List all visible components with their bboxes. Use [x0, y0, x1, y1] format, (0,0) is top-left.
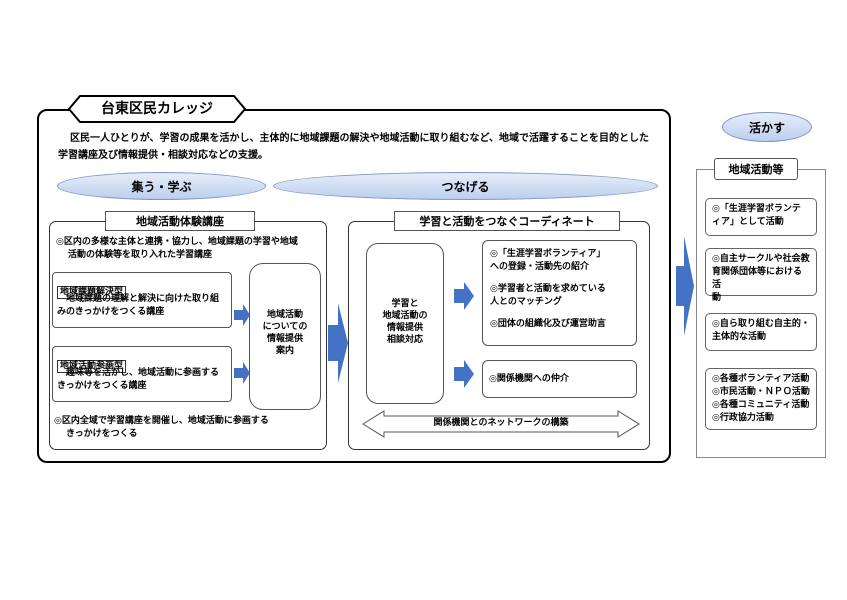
activity-box-4-line-4: ◎行政協力活動: [712, 413, 774, 423]
coordinate-center-text: 学習と 地域活動の 情報提供 相談対応: [366, 298, 444, 346]
info-line-2: についての: [262, 322, 308, 332]
intro-line-1: 区民一人ひとりが、学習の成果を活かし、主体的に地域課題の解決や地域活動に取り組む…: [70, 133, 649, 144]
type1-tag-wrap: 地域課題解決型: [57, 279, 127, 299]
intro-line-2: 学習講座及び情報提供・相談対応などの支援。: [58, 150, 268, 161]
info-box: [249, 263, 321, 410]
experience-bottom-line-2: きっかけをつくる: [66, 429, 138, 439]
activity-box-3-line-1: ◎自ら取り組む自主的・: [712, 319, 810, 329]
coordinate-items-box: [482, 240, 637, 346]
coord-item1-line-2: への登録・活動先の紹介: [490, 262, 590, 272]
type1-tag: 地域課題解決型: [57, 286, 127, 299]
experience-title: 地域活動体験講座: [105, 211, 255, 231]
info-line-4: 案内: [275, 346, 294, 356]
coordinate-title: 学習と活動をつなぐコーディネート: [394, 211, 620, 231]
experience-bottom-line-1: ◎区内全域で学習講座を開催し、地域活動に参画する: [54, 416, 269, 426]
center-line-1: 学習と: [391, 299, 419, 309]
type1-line-2: みのきっかけをつくる講座: [57, 307, 165, 317]
college-title-tab: 台東区民カレッジ: [68, 95, 246, 123]
activity-box-2-line-1: ◎自主サークルや社会教: [712, 254, 810, 264]
activity-box-4-line-3: ◎各種コミュニティ活動: [712, 400, 810, 410]
experience-desc: ◎区内の多様な主体と連携・協力し、地域課題の学習や地域 活動の体験等を取り入れた…: [56, 236, 326, 262]
type2-line-1: 趣味等を活かし、地域活動に参画する: [66, 368, 220, 378]
activity-box-3: ◎自ら取り組む自主的・ 主体的な活動: [705, 313, 817, 351]
experience-desc-line-1: ◎区内の多様な主体と連携・協力し、地域課題の学習や地域: [56, 237, 298, 247]
coord-item1-line-1: ◎「生涯学習ボランティア」: [490, 249, 606, 259]
section-connect: つなげる: [273, 172, 658, 200]
coord-item2-line-2: 人とのマッチング: [490, 297, 562, 307]
college-title: 台東区民カレッジ: [101, 101, 213, 117]
college-intro: 区民一人ひとりが、学習の成果を活かし、主体的に地域課題の解決や地域活動に取り組む…: [58, 130, 658, 164]
info-text: 地域活動 についての 情報提供 案内: [249, 309, 321, 357]
experience-desc-line-2: 活動の体験等を取り入れた学習講座: [68, 250, 213, 260]
activity-box-4: ◎各種ボランティア活動 ◎市民活動・ＮＰＯ活動 ◎各種コミュニティ活動 ◎行政協…: [705, 368, 817, 430]
arrow-right-icon: [234, 362, 250, 384]
double-arrow-icon: [362, 410, 640, 438]
type1-box: [52, 272, 232, 328]
activity-box-2: ◎自主サークルや社会教 育関係団体等における活 動: [705, 248, 817, 303]
activities-title: 地域活動等: [714, 158, 798, 180]
activity-box-4-line-2: ◎市民活動・ＮＰＯ活動: [712, 387, 810, 397]
arrow-right-icon: [234, 304, 250, 326]
arrow-right-icon: [454, 360, 474, 388]
activity-box-1-line-2: ィア」として活動: [712, 217, 784, 227]
type2-tag-wrap: 地域活動参画型: [57, 353, 127, 373]
experience-bottom: ◎区内全域で学習講座を開催し、地域活動に参画する きっかけをつくる: [54, 415, 324, 441]
coord-item2-line-1: ◎学習者と活動を求めている: [490, 284, 606, 294]
activity-box-3-line-2: 主体的な活動: [712, 332, 767, 342]
center-line-2: 地域活動の: [382, 311, 428, 321]
center-line-4: 相談対応: [386, 335, 423, 345]
arrow-right-icon: [454, 282, 474, 310]
arrow-right-icon: [676, 236, 694, 336]
activity-box-1-line-1: ◎「生涯学習ボランテ: [712, 204, 801, 214]
type1-desc: 地域課題の理解と解決に向けた取り組 みのきっかけをつくる講座: [57, 293, 232, 319]
info-line-1: 地域活動: [266, 310, 303, 320]
section-gather: 集う・学ぶ: [57, 172, 266, 200]
network-label: 関係機関とのネットワークの構築: [433, 418, 569, 428]
arrow-right-icon: [328, 303, 348, 383]
section-utilize: 活かす: [722, 112, 812, 142]
activity-box-2-line-3: 動: [712, 293, 722, 303]
center-line-3: 情報提供: [386, 323, 423, 333]
coordinate-items: ◎「生涯学習ボランティア」 への登録・活動先の紹介 ◎学習者と活動を求めている …: [490, 248, 635, 331]
type2-tag: 地域活動参画型: [57, 360, 127, 373]
activity-box-4-line-1: ◎各種ボランティア活動: [712, 374, 810, 384]
coordinate-intermediary-box: [482, 360, 637, 398]
coordinate-center-box: [366, 243, 444, 404]
type2-desc: 趣味等を活かし、地域活動に参画する きっかけをつくる講座: [57, 367, 232, 393]
info-line-3: 情報提供: [266, 334, 303, 344]
activity-box-2-line-2: 育関係団体等における活: [712, 267, 803, 290]
type1-line-1: 地域課題の理解と解決に向けた取り組: [66, 294, 220, 304]
coord-item4: ◎関係機関への仲介: [489, 374, 569, 384]
type2-box: [52, 346, 232, 402]
activity-box-1: ◎「生涯学習ボランテ ィア」として活動: [705, 198, 817, 236]
title-tab-shape: [68, 95, 246, 123]
type2-line-2: きっかけをつくる講座: [57, 381, 147, 391]
coord-item3: ◎団体の組織化及び運営助言: [490, 319, 606, 329]
